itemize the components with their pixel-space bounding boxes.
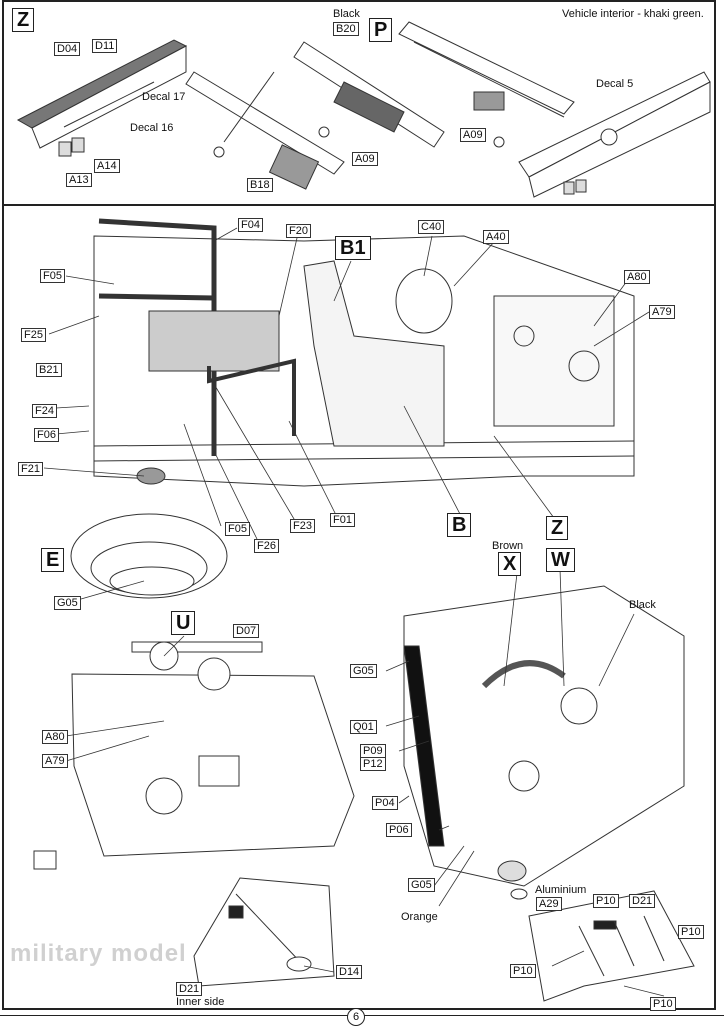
part-label-b21: B21 xyxy=(36,363,62,377)
main-panel-chassis-assembly: B1 B Z E U X W F04 F20 C40 A40 A80 A79 F… xyxy=(2,204,716,1011)
part-label-a80-engine: A80 xyxy=(42,730,68,744)
part-label-d11: D11 xyxy=(92,39,118,53)
part-label-a79-engine: A79 xyxy=(42,754,68,768)
part-label-f25: F25 xyxy=(21,328,46,342)
section-letter-e: E xyxy=(41,548,65,572)
section-letter-z: Z xyxy=(12,8,35,32)
engine-view-left xyxy=(33,641,355,870)
paint-note: Vehicle interior - khaki green. xyxy=(562,8,704,20)
bracket-part xyxy=(293,41,445,148)
section-letter-x: X xyxy=(498,552,522,576)
part-label-a29: A29 xyxy=(536,897,562,911)
frame-part xyxy=(398,21,575,148)
part-label-a14: A14 xyxy=(94,159,120,173)
engine-view-right xyxy=(403,585,685,900)
part-label-p10-left: P10 xyxy=(510,964,536,978)
part-label-a09-left: A09 xyxy=(352,152,378,166)
part-label-p10-bottom: P10 xyxy=(650,997,676,1011)
floor-plate-left xyxy=(193,877,335,987)
color-label-black-engine: Black xyxy=(629,599,656,611)
seat-frame-part xyxy=(185,71,345,190)
color-label-brown: Brown xyxy=(492,540,524,552)
long-dashboard-part xyxy=(518,71,711,198)
section-letter-z-ref: Z xyxy=(546,516,569,540)
part-label-f21: F21 xyxy=(18,462,43,476)
part-label-a40: A40 xyxy=(483,230,509,244)
watermark: military model xyxy=(10,940,187,967)
part-label-b18: B18 xyxy=(247,178,273,192)
part-label-f20: F20 xyxy=(286,224,311,238)
subassembly-z-drawing xyxy=(16,21,711,198)
part-label-g05-bottom: G05 xyxy=(408,878,435,892)
part-label-f26: F26 xyxy=(254,539,279,553)
section-letter-u: U xyxy=(171,611,196,635)
part-label-a09-right: A09 xyxy=(460,128,486,142)
part-label-c40: C40 xyxy=(418,220,445,234)
section-letter-b1: B1 xyxy=(335,236,371,260)
chassis-body xyxy=(93,218,635,487)
dashboard-strip-part xyxy=(16,39,188,157)
section-letter-b: B xyxy=(447,513,472,537)
part-label-b20: B20 xyxy=(333,22,359,36)
part-label-f01: F01 xyxy=(330,513,355,527)
part-label-d21-plate: D21 xyxy=(629,894,656,908)
part-label-f04: F04 xyxy=(238,218,263,232)
section-letter-p: P xyxy=(369,18,393,42)
chassis-assembly-drawing xyxy=(33,218,695,1002)
part-label-g05-wheel: G05 xyxy=(54,596,81,610)
part-label-g05-top: G05 xyxy=(350,664,377,678)
part-label-d07: D07 xyxy=(233,624,260,638)
part-label-p04: P04 xyxy=(372,796,398,810)
color-label-aluminium: Aluminium xyxy=(535,884,587,896)
part-label-d14: D14 xyxy=(336,965,363,979)
part-label-f05-top: F05 xyxy=(40,269,65,283)
part-label-f24: F24 xyxy=(32,404,57,418)
part-label-f23: F23 xyxy=(290,519,315,533)
part-label-p12: P12 xyxy=(360,757,386,771)
color-label-black: Black xyxy=(333,8,360,20)
part-label-f05-bottom: F05 xyxy=(225,522,250,536)
part-label-a80: A80 xyxy=(624,270,650,284)
page-number: 6 xyxy=(347,1008,365,1026)
part-label-q01: Q01 xyxy=(350,720,377,734)
decal-label-5: Decal 5 xyxy=(596,78,634,90)
color-label-orange: Orange xyxy=(401,911,438,923)
part-label-a79: A79 xyxy=(649,305,675,319)
part-label-d21-inner: D21 xyxy=(176,982,203,996)
top-panel-subassembly-z: Z Vehicle interior - khaki green. D04 D1… xyxy=(2,0,716,206)
section-letter-w: W xyxy=(546,548,575,572)
spare-wheel xyxy=(70,513,228,599)
decal-label-16: Decal 16 xyxy=(130,122,174,134)
part-label-f06: F06 xyxy=(34,428,59,442)
part-label-a13: A13 xyxy=(66,173,92,187)
inner-side-note: Inner side xyxy=(176,996,225,1008)
part-label-p10-right: P10 xyxy=(678,925,704,939)
part-label-d04: D04 xyxy=(54,42,81,56)
part-label-p10-top: P10 xyxy=(593,894,619,908)
part-label-p06: P06 xyxy=(386,823,412,837)
decal-label-17: Decal 17 xyxy=(142,91,186,103)
part-label-p09: P09 xyxy=(360,744,386,758)
leader-lines xyxy=(43,227,665,997)
